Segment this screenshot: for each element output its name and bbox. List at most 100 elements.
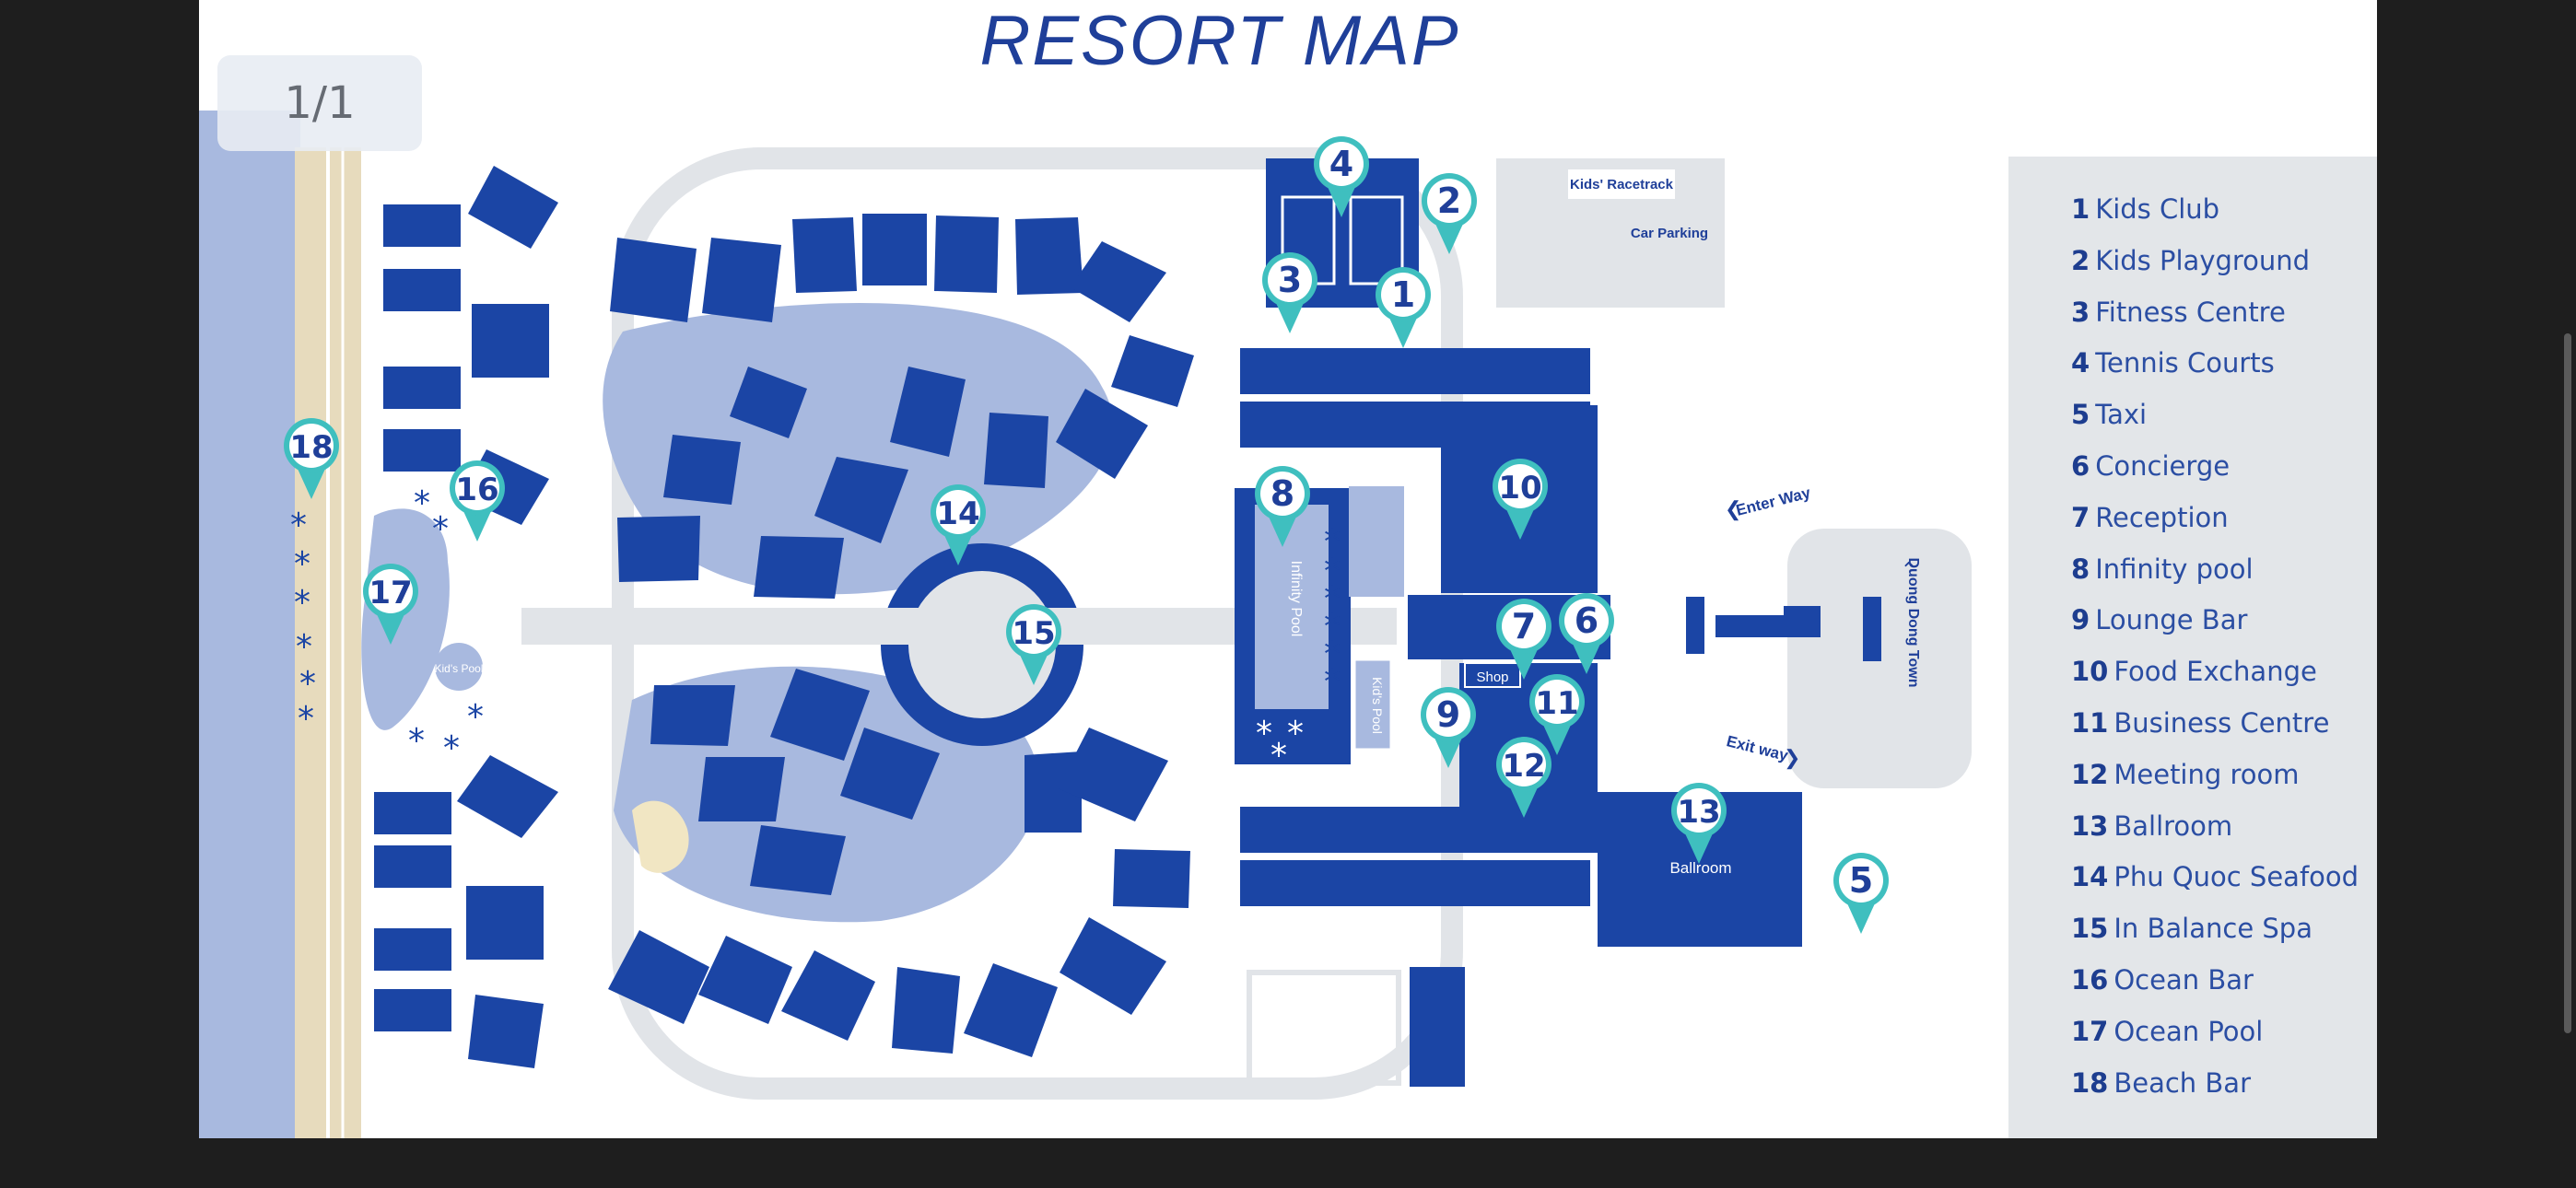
marker-number: 5 [1849, 860, 1873, 901]
legend-label: Beach Bar [2113, 1066, 2251, 1099]
marker-pin-face [1427, 179, 1471, 223]
label-car-parking: Car Parking [1631, 226, 1708, 241]
svg-text:*: * [294, 584, 310, 622]
marker-pin-face [1564, 599, 1609, 643]
marker-number: 1 [1391, 274, 1415, 315]
svg-text:*: * [1287, 715, 1304, 752]
marker-number: 14 [936, 495, 979, 532]
legend-number: 11 [2071, 707, 2109, 739]
legend-number: 10 [2071, 656, 2109, 688]
label-kids-racetrack: Kids' Racetrack [1570, 177, 1674, 192]
map-marker-4[interactable]: 4 [1314, 136, 1369, 217]
legend-number: 5 [2071, 399, 2090, 431]
legend-label: Phu Quoc Seafood [2113, 861, 2359, 893]
page-indicator: 1/1 [217, 55, 422, 151]
legend-label: Infinity pool [2095, 553, 2254, 585]
legend-label: In Balance Spa [2113, 913, 2313, 945]
infinity-pool-shape [1255, 505, 1329, 709]
marker-number: 3 [1278, 260, 1302, 300]
map-marker-5[interactable]: 5 [1833, 853, 1889, 934]
svg-text:*: * [1324, 553, 1341, 590]
map-marker-15[interactable]: 15 [1006, 604, 1061, 685]
svg-text:*: * [294, 545, 310, 583]
map-marker-10[interactable]: 10 [1493, 459, 1548, 540]
svg-text:*: * [1324, 580, 1341, 618]
chevron-up-icon: ⌃ [1901, 558, 1917, 581]
label-infinity-pool: Infinity Pool [1288, 561, 1304, 637]
marker-pin-face [369, 569, 413, 613]
map-marker-18[interactable]: 18 [284, 418, 339, 499]
svg-text:*: * [1324, 608, 1341, 646]
label-duong-dong-town: Duong Dong Town [1905, 558, 1921, 688]
marker-pin-face [1381, 273, 1425, 317]
map-marker-12[interactable]: 12 [1496, 737, 1551, 818]
ocean-pool [361, 508, 450, 730]
map-marker-14[interactable]: 14 [931, 484, 986, 565]
label-beach-kids-pool: Kid's Pool [435, 662, 484, 675]
svg-text:*: * [296, 628, 312, 666]
svg-text:*: * [1324, 635, 1341, 673]
map-viewer: Kids' Racetrack Car Parking Infinity Poo… [199, 0, 2377, 1138]
svg-text:*: * [414, 484, 430, 522]
map-marker-9[interactable]: 9 [1421, 687, 1476, 768]
svg-text:*: * [1324, 663, 1341, 701]
marker-number: 9 [1436, 694, 1460, 735]
map-marker-16[interactable]: 16 [450, 460, 505, 542]
legend-number: 6 [2071, 450, 2090, 482]
legend-number: 2 [2071, 244, 2090, 276]
map-marker-13[interactable]: 13 [1671, 783, 1727, 864]
marker-number: 4 [1329, 144, 1353, 184]
marker-pin-face [1426, 693, 1470, 737]
marker-pin-face [936, 490, 980, 534]
sea [199, 111, 300, 1138]
legend-label: Ballroom [2113, 809, 2233, 842]
marker-number: 10 [1498, 470, 1541, 507]
svg-text:*: * [1256, 715, 1272, 752]
marker-pin-face [1839, 858, 1883, 903]
legend-number: 13 [2071, 809, 2109, 842]
map-marker-2[interactable]: 2 [1422, 173, 1477, 254]
legend-number: 3 [2071, 296, 2090, 328]
label-exit-way: Exit way [1725, 732, 1790, 764]
legend-number: 8 [2071, 553, 2090, 585]
map-marker-11[interactable]: 11 [1529, 674, 1585, 755]
marker-number: 7 [1512, 606, 1536, 646]
scrollbar-thumb[interactable] [2564, 333, 2571, 1033]
map-marker-7[interactable]: 7 [1496, 599, 1551, 680]
legend-label: Tennis Courts [2095, 347, 2275, 379]
legend-number: 7 [2071, 501, 2090, 533]
map-marker-8[interactable]: 8 [1255, 466, 1310, 547]
marker-number: 6 [1575, 600, 1598, 641]
legend-label: Kids Club [2095, 193, 2220, 225]
marker-pin-face [1502, 604, 1546, 648]
map-marker-3[interactable]: 3 [1262, 252, 1317, 333]
legend-label: Food Exchange [2113, 656, 2317, 688]
map-marker-6[interactable]: 6 [1559, 593, 1614, 674]
svg-text:*: * [408, 722, 425, 760]
map-marker-17[interactable]: 17 [363, 564, 418, 645]
marker-number: 15 [1012, 615, 1055, 652]
legend-label: Ocean Bar [2113, 964, 2254, 996]
marker-number: 16 [455, 472, 498, 508]
svg-text:*: * [298, 700, 314, 738]
lagoon [603, 303, 1113, 595]
legend-number: 12 [2071, 758, 2109, 790]
marker-number: 2 [1437, 181, 1461, 221]
marker-pin-face [455, 466, 499, 510]
marker-pin-face [1535, 680, 1579, 724]
legend-label: Taxi [2095, 399, 2148, 431]
map-marker-1[interactable]: 1 [1376, 267, 1431, 348]
beachfront-villas [374, 166, 558, 1068]
